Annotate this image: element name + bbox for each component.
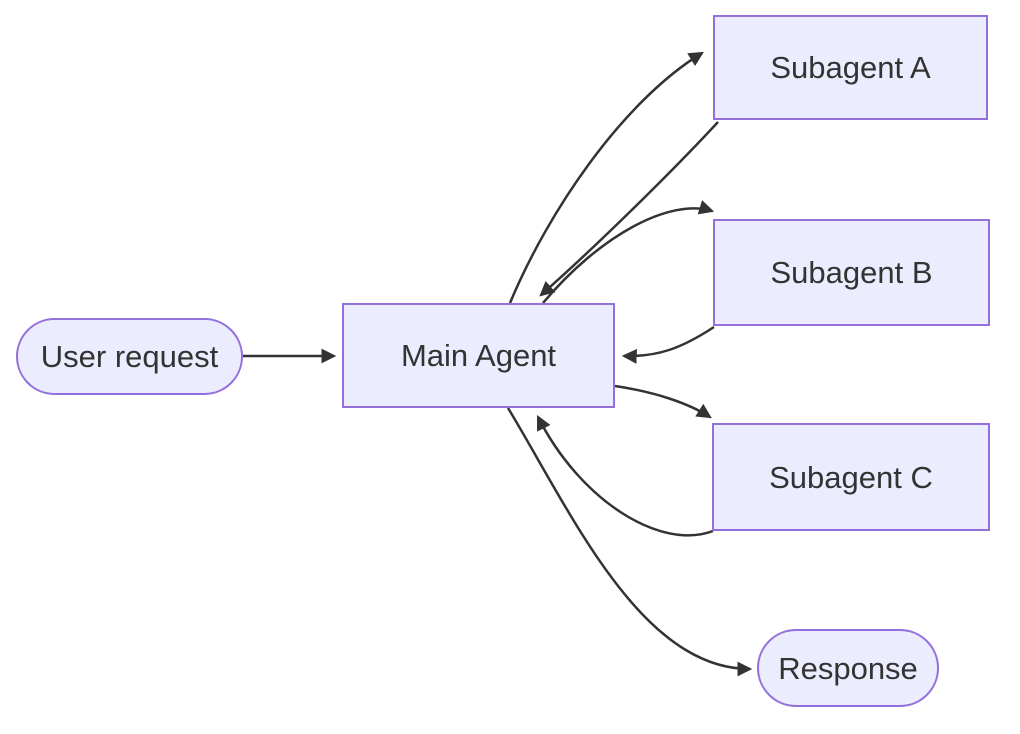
edge-subagent-c-to-main-agent [536, 414, 714, 537]
node-subagent-a-label: Subagent A [770, 50, 931, 85]
node-main-agent: Main Agent [342, 303, 615, 408]
node-response-label: Response [778, 650, 918, 686]
node-user-request: User request [16, 318, 243, 395]
edge-main-agent-to-subagent-a [508, 51, 704, 304]
node-main-agent-label: Main Agent [400, 338, 557, 373]
node-subagent-b: Subagent B [713, 219, 990, 326]
node-response: Response [757, 629, 939, 707]
edge-subagent-b-to-main-agent [621, 325, 715, 364]
node-subagent-c: Subagent C [712, 423, 990, 531]
node-subagent-b-label: Subagent B [770, 255, 933, 290]
edge-main-agent-to-subagent-b [542, 200, 715, 304]
node-user-request-label: User request [40, 339, 219, 374]
edge-subagent-a-to-main-agent [539, 121, 719, 297]
node-subagent-c-label: Subagent C [769, 459, 933, 495]
edge-main-agent-to-subagent-c [614, 384, 712, 419]
node-subagent-a: Subagent A [713, 15, 988, 120]
